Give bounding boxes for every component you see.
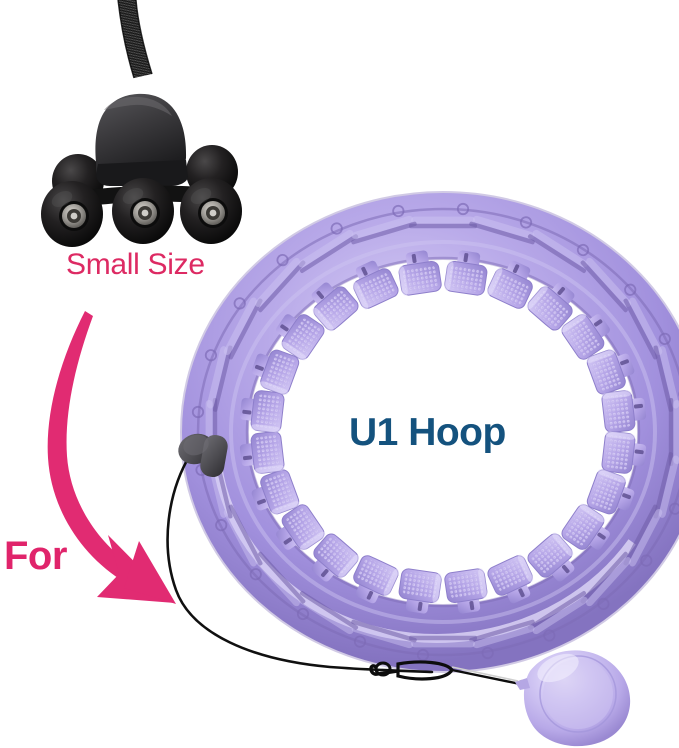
hoop-segment-joint	[527, 591, 588, 642]
small-size-label: Small Size	[66, 248, 205, 281]
massage-node	[398, 250, 442, 296]
massage-node	[239, 431, 285, 474]
massage-node	[276, 504, 326, 551]
tether-cord	[166, 453, 434, 674]
pink-arrow-icon	[47, 311, 176, 604]
hoop-segment-joint	[409, 635, 477, 662]
tether-assembly-group	[166, 433, 631, 747]
front-wheels-group	[41, 178, 242, 247]
massage-node	[487, 260, 533, 309]
massage-node	[251, 349, 300, 395]
hoop-segment-joints	[191, 202, 679, 662]
hoop-segment-joint	[409, 202, 477, 229]
massage-node	[601, 431, 647, 474]
massage-node	[560, 313, 610, 360]
hoop-segment-joint	[623, 297, 671, 360]
hoop-inner-void	[283, 293, 603, 571]
hoop-segment-joint	[653, 345, 679, 412]
for-label: For	[4, 534, 67, 578]
front-wheel-right	[180, 178, 242, 244]
massage-node	[276, 314, 325, 361]
massage-node	[352, 260, 399, 310]
braided-strap-icon	[117, 0, 153, 79]
massage-node	[353, 555, 399, 604]
front-wheel-middle	[112, 178, 174, 244]
hoop-segment-joint	[469, 619, 535, 660]
hoop-segment-joint	[668, 398, 679, 466]
massage-node	[444, 250, 488, 296]
massage-node	[561, 503, 610, 550]
massage-node	[586, 469, 635, 515]
hoop-segment-joint	[296, 591, 359, 635]
massage-node	[601, 390, 647, 433]
wheel-assembly-group	[41, 0, 242, 247]
hoop-segment-joint	[204, 345, 233, 412]
hoop-attachment-clip	[178, 433, 228, 478]
hoop-segment-joint	[580, 257, 637, 313]
hoop-segment-joint	[254, 253, 306, 313]
hoop-massage-nodes	[239, 250, 647, 614]
massage-node	[444, 568, 488, 614]
front-wheel-left	[41, 181, 103, 247]
massage-node	[311, 282, 359, 332]
hoop-segment-joint	[249, 551, 306, 607]
massage-node	[398, 568, 442, 614]
massage-node	[526, 282, 575, 331]
massage-node	[586, 349, 635, 395]
hoop-segment-joint	[351, 204, 417, 245]
massage-node	[527, 532, 575, 582]
hoop-segment-joint	[580, 551, 632, 611]
massage-node	[239, 390, 285, 433]
u1-hoop-group	[180, 191, 679, 673]
hoop-segment-joint	[351, 619, 417, 649]
u1-hoop-label: U1 Hoop	[349, 411, 506, 454]
hoop-segment-joint	[527, 229, 590, 273]
massage-node	[487, 554, 534, 604]
weight-ball	[515, 650, 631, 747]
hoop-segment-joint	[298, 222, 359, 273]
hoop-segment-joint	[653, 452, 679, 519]
hoop-segment-joint	[223, 297, 263, 360]
roller-housing	[95, 93, 188, 186]
hoop-segment-joint	[215, 504, 263, 567]
hoop-segment-joint	[469, 215, 535, 245]
massage-node	[311, 533, 360, 582]
massage-node	[251, 469, 300, 515]
hoop-segment-joint	[623, 504, 663, 567]
